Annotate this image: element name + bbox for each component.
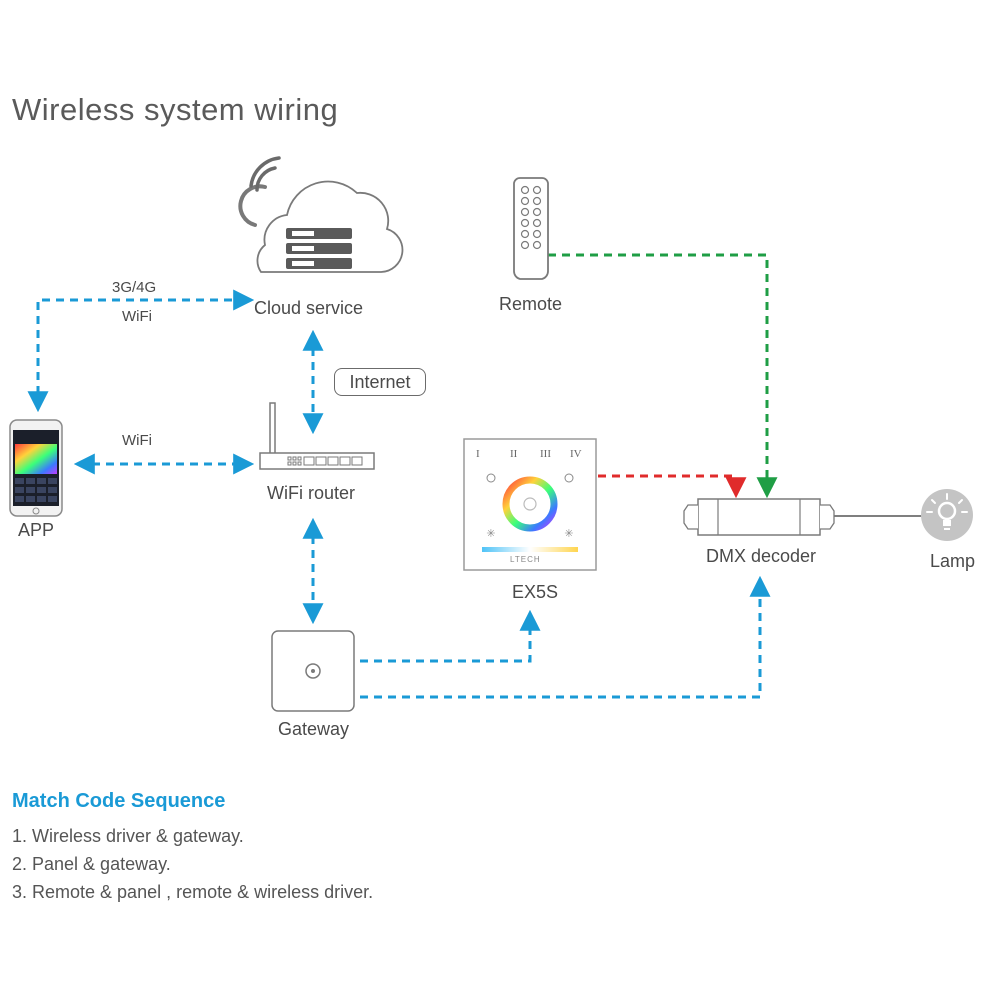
page-title: Wireless system wiring [12, 92, 339, 127]
gateway-label: Gateway [278, 719, 350, 739]
remote-label: Remote [499, 294, 563, 314]
router-icon [259, 402, 375, 470]
lamp-label: Lamp [930, 551, 976, 571]
phone-icon [9, 419, 63, 517]
dmx-decoder-icon [683, 498, 835, 536]
panel-brand: LTECH [510, 555, 541, 564]
sequence-item-3: 3. Remote & panel , remote & wireless dr… [12, 882, 374, 902]
dmx-decoder-label: DMX decoder [706, 546, 817, 566]
zone-4-label: IV [570, 448, 582, 460]
ex5s-panel-icon: ✳ ✳ [463, 438, 597, 571]
zone-2-label: II [510, 448, 518, 460]
link-panel-decoder [598, 474, 747, 499]
cloud-icon [238, 156, 404, 273]
gateway-icon [271, 630, 355, 712]
zone-3-label: III [540, 448, 551, 460]
link-gateway-decoder [360, 575, 771, 699]
sequence-item-1: 1. Wireless driver & gateway. [12, 826, 244, 846]
lamp-icon [921, 489, 973, 541]
link-gateway-panel [360, 609, 541, 663]
sequence-item-2: 2. Panel & gateway. [12, 854, 171, 874]
link-remote-decoder [548, 253, 778, 499]
cloud-service-label: Cloud service [254, 298, 364, 318]
ex5s-label: EX5S [512, 582, 559, 602]
remote-icon [513, 177, 549, 280]
mobile-network-label: 3G/4G [112, 279, 157, 296]
svg-text:✳: ✳ [564, 527, 573, 540]
app-label: APP [18, 520, 55, 540]
wifi-label-mid: WiFi [122, 432, 152, 449]
wifi-label-top: WiFi [122, 308, 152, 325]
internet-badge: Internet [334, 368, 426, 396]
sequence-heading: Match Code Sequence [12, 790, 226, 812]
link-app-cloud [27, 289, 255, 413]
svg-text:✳: ✳ [486, 527, 495, 540]
zone-1-label: I [476, 448, 480, 460]
wifi-router-label: WiFi router [267, 483, 356, 503]
